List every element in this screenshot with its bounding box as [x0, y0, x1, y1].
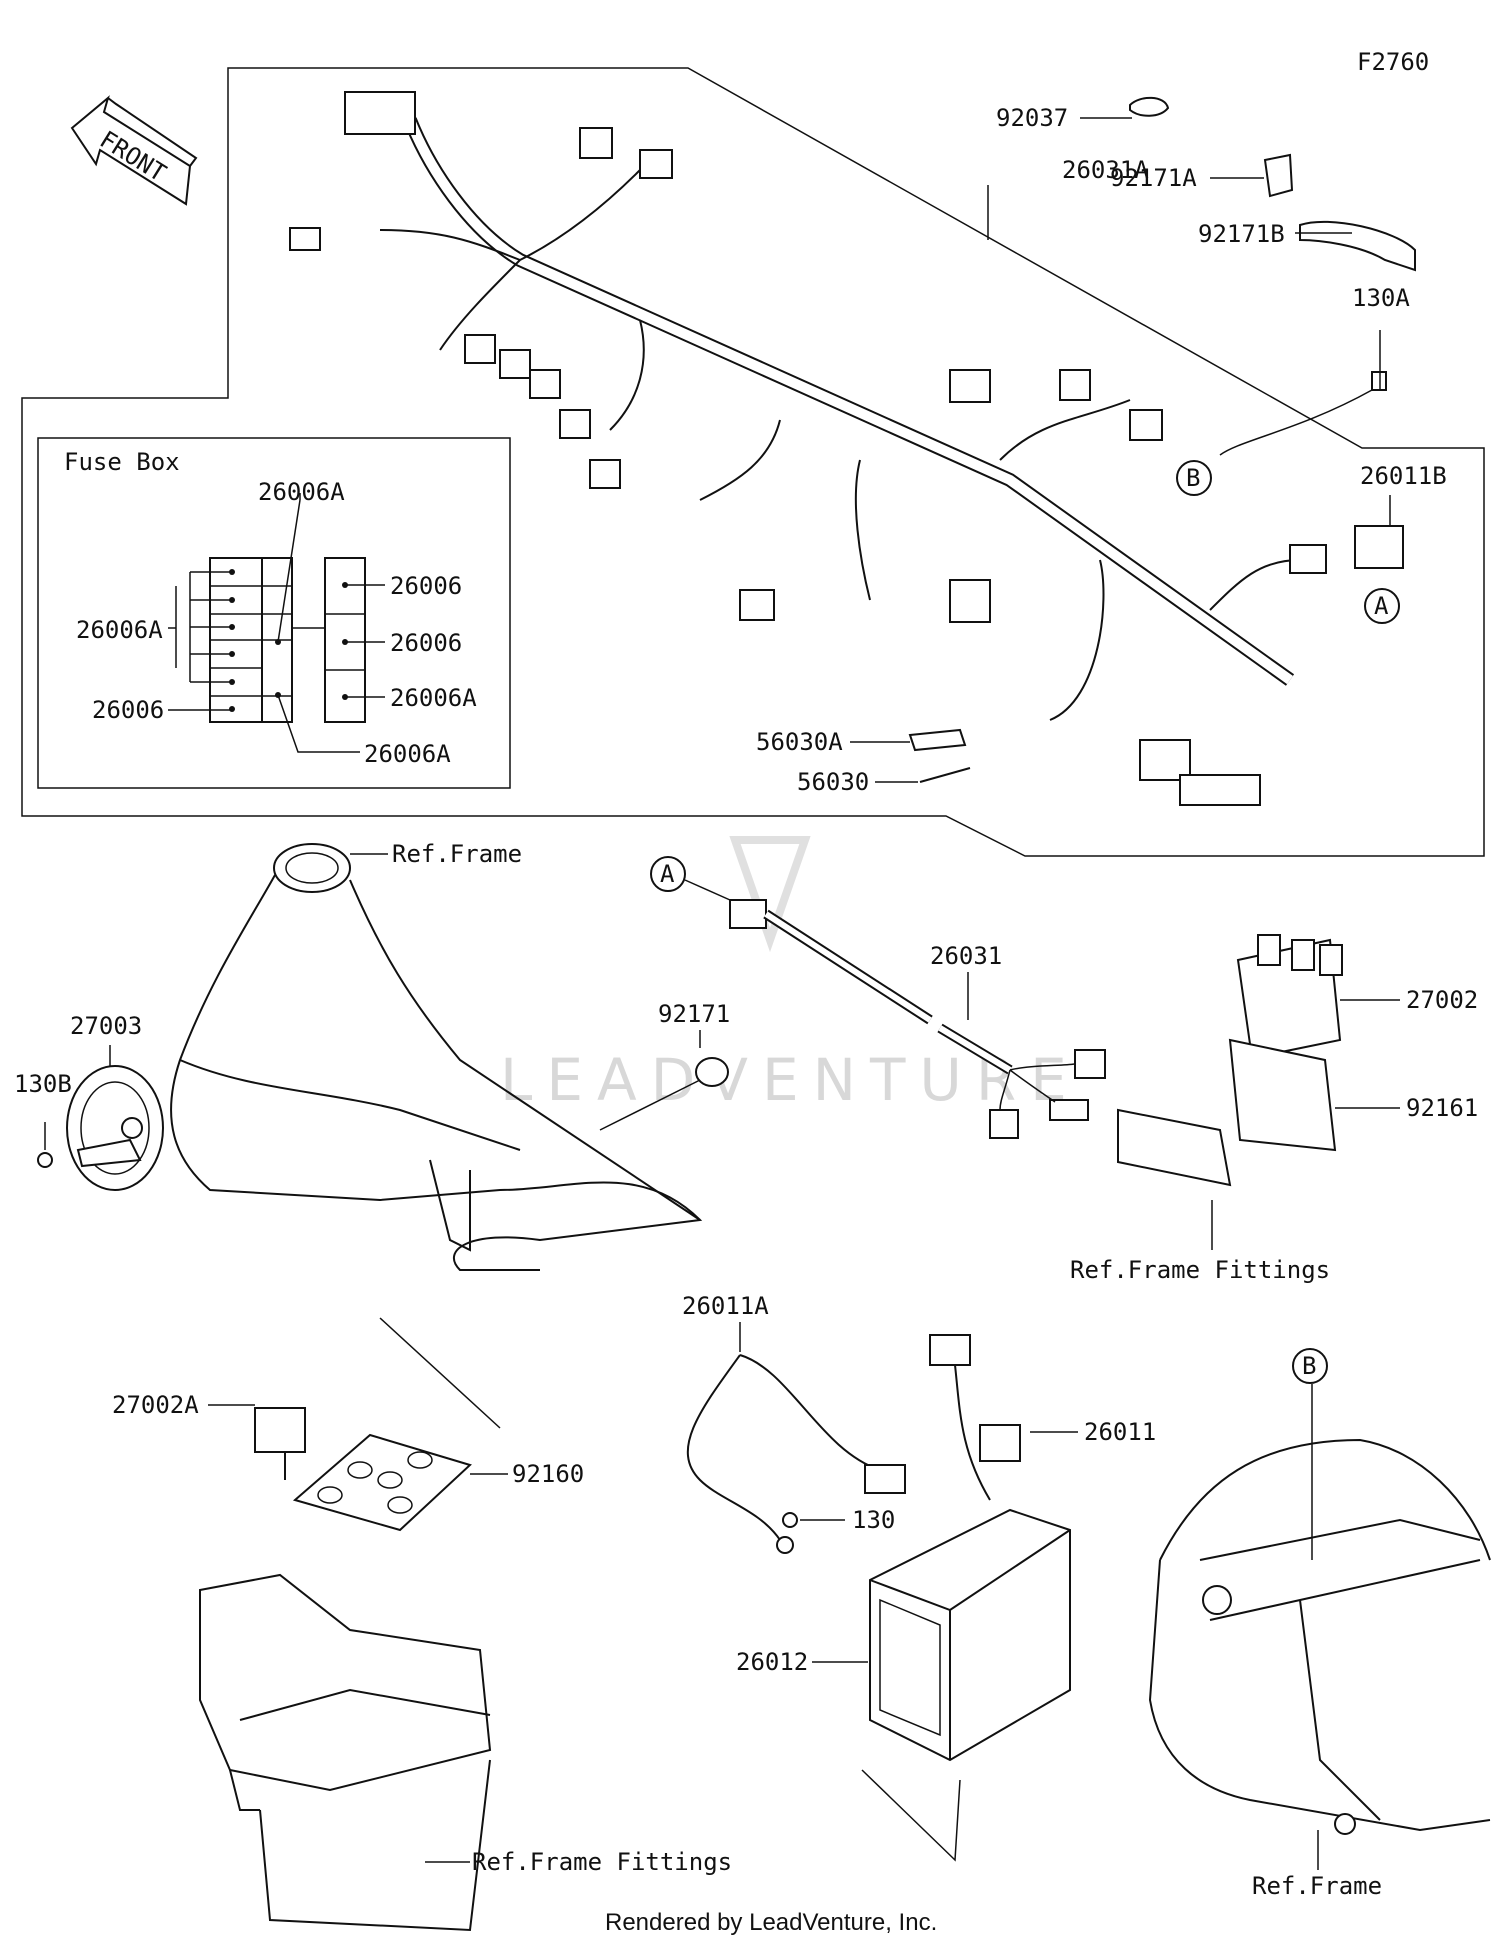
marker-a-mid	[650, 856, 686, 892]
frame-fitting-mid	[1117, 1108, 1232, 1187]
bracket-92161	[1228, 1038, 1337, 1152]
sub-harness-26031	[729, 899, 1106, 1139]
marker-b-bottom-label: B	[1302, 1352, 1316, 1380]
callout-26031: 26031	[930, 942, 1002, 970]
callout-26012: 26012	[736, 1648, 808, 1676]
fuse-label-top: 26006A	[258, 478, 345, 506]
callout-26011A: 26011A	[682, 1292, 769, 1320]
callout-26011B: 26011B	[1360, 462, 1447, 490]
ecu-27002	[1236, 934, 1343, 1060]
bolt-130B	[37, 1152, 53, 1168]
callout-27003: 27003	[70, 1012, 142, 1040]
callout-130B: 130B	[14, 1070, 72, 1098]
ref-frame-top: Ref.Frame	[392, 840, 522, 868]
cover-92160	[292, 1433, 472, 1532]
clamp-92171	[695, 1057, 729, 1087]
ref-frame-bottom: Ref.Frame	[1252, 1872, 1382, 1900]
callout-92161: 92161	[1406, 1094, 1478, 1122]
fuse-label-r1: 26006	[390, 572, 462, 600]
callout-92171A: 92171A	[1110, 164, 1197, 192]
callout-92171B: 92171B	[1198, 220, 1285, 248]
callout-92037: 92037	[996, 104, 1068, 132]
callout-27002A: 27002A	[112, 1391, 199, 1419]
relay-27002A	[254, 1407, 306, 1480]
callout-56030: 56030	[797, 768, 869, 796]
marker-a-top-label: A	[1374, 592, 1389, 620]
footer-credit: Rendered by LeadVenture, Inc.	[605, 1909, 937, 1936]
frame-mid-drawing	[170, 843, 703, 1271]
callout-92171: 92171	[658, 1000, 730, 1028]
main-wiring-harness	[289, 91, 1327, 806]
fuse-label-bottom: 26006A	[364, 740, 451, 768]
bolt-130	[782, 1512, 798, 1528]
marker-a-top	[1364, 588, 1400, 624]
fuse-label-left1: 26006A	[76, 616, 163, 644]
callout-27002: 27002	[1406, 986, 1478, 1014]
marker-b-top	[1176, 460, 1212, 496]
callout-26011: 26011	[1084, 1418, 1156, 1446]
ref-frame-fittings-bottom: Ref.Frame Fittings	[472, 1848, 732, 1876]
marker-a-mid-label: A	[660, 860, 675, 888]
harness-boundary	[21, 67, 1485, 857]
fuse-box-title: Fuse Box	[64, 448, 180, 476]
watermark: LEADVENTURE	[500, 1046, 1081, 1114]
callout-56030A: 56030A	[756, 728, 843, 756]
relay-26011B	[1354, 525, 1404, 569]
frame-bottom-drawing	[1148, 1438, 1491, 1835]
cable-26011A	[686, 1354, 906, 1554]
clamp-92171B	[1299, 220, 1416, 272]
callout-26031A: 26031A	[1062, 156, 1149, 184]
callout-130A: 130A	[1352, 284, 1410, 312]
bolt-130A	[1371, 371, 1387, 391]
fuse-label-r3: 26006A	[390, 684, 477, 712]
marker-b-top-label: B	[1186, 464, 1200, 492]
fuse-label-r2: 26006	[390, 629, 462, 657]
ref-frame-fittings-mid: Ref.Frame Fittings	[1070, 1256, 1330, 1284]
fuse-box-panel: Fuse Box 26006A 2	[37, 437, 511, 789]
clamp-92037	[1129, 96, 1170, 117]
figure-code: F2760	[1357, 48, 1429, 76]
callout-130: 130	[852, 1506, 895, 1534]
callout-92160: 92160	[512, 1460, 584, 1488]
fuse-label-left2: 26006	[92, 696, 164, 724]
horn-27003	[66, 1065, 164, 1191]
cable-26011	[929, 1334, 1021, 1501]
marker-b-bottom	[1292, 1348, 1328, 1384]
battery-tray	[199, 1573, 492, 1932]
label-56030	[919, 767, 971, 783]
front-arrow-icon: FRONT	[70, 95, 198, 206]
battery-26012	[869, 1508, 1071, 1762]
label-56030A	[908, 728, 967, 752]
clamp-92171A	[1263, 153, 1294, 198]
watermark-logo	[729, 836, 811, 953]
